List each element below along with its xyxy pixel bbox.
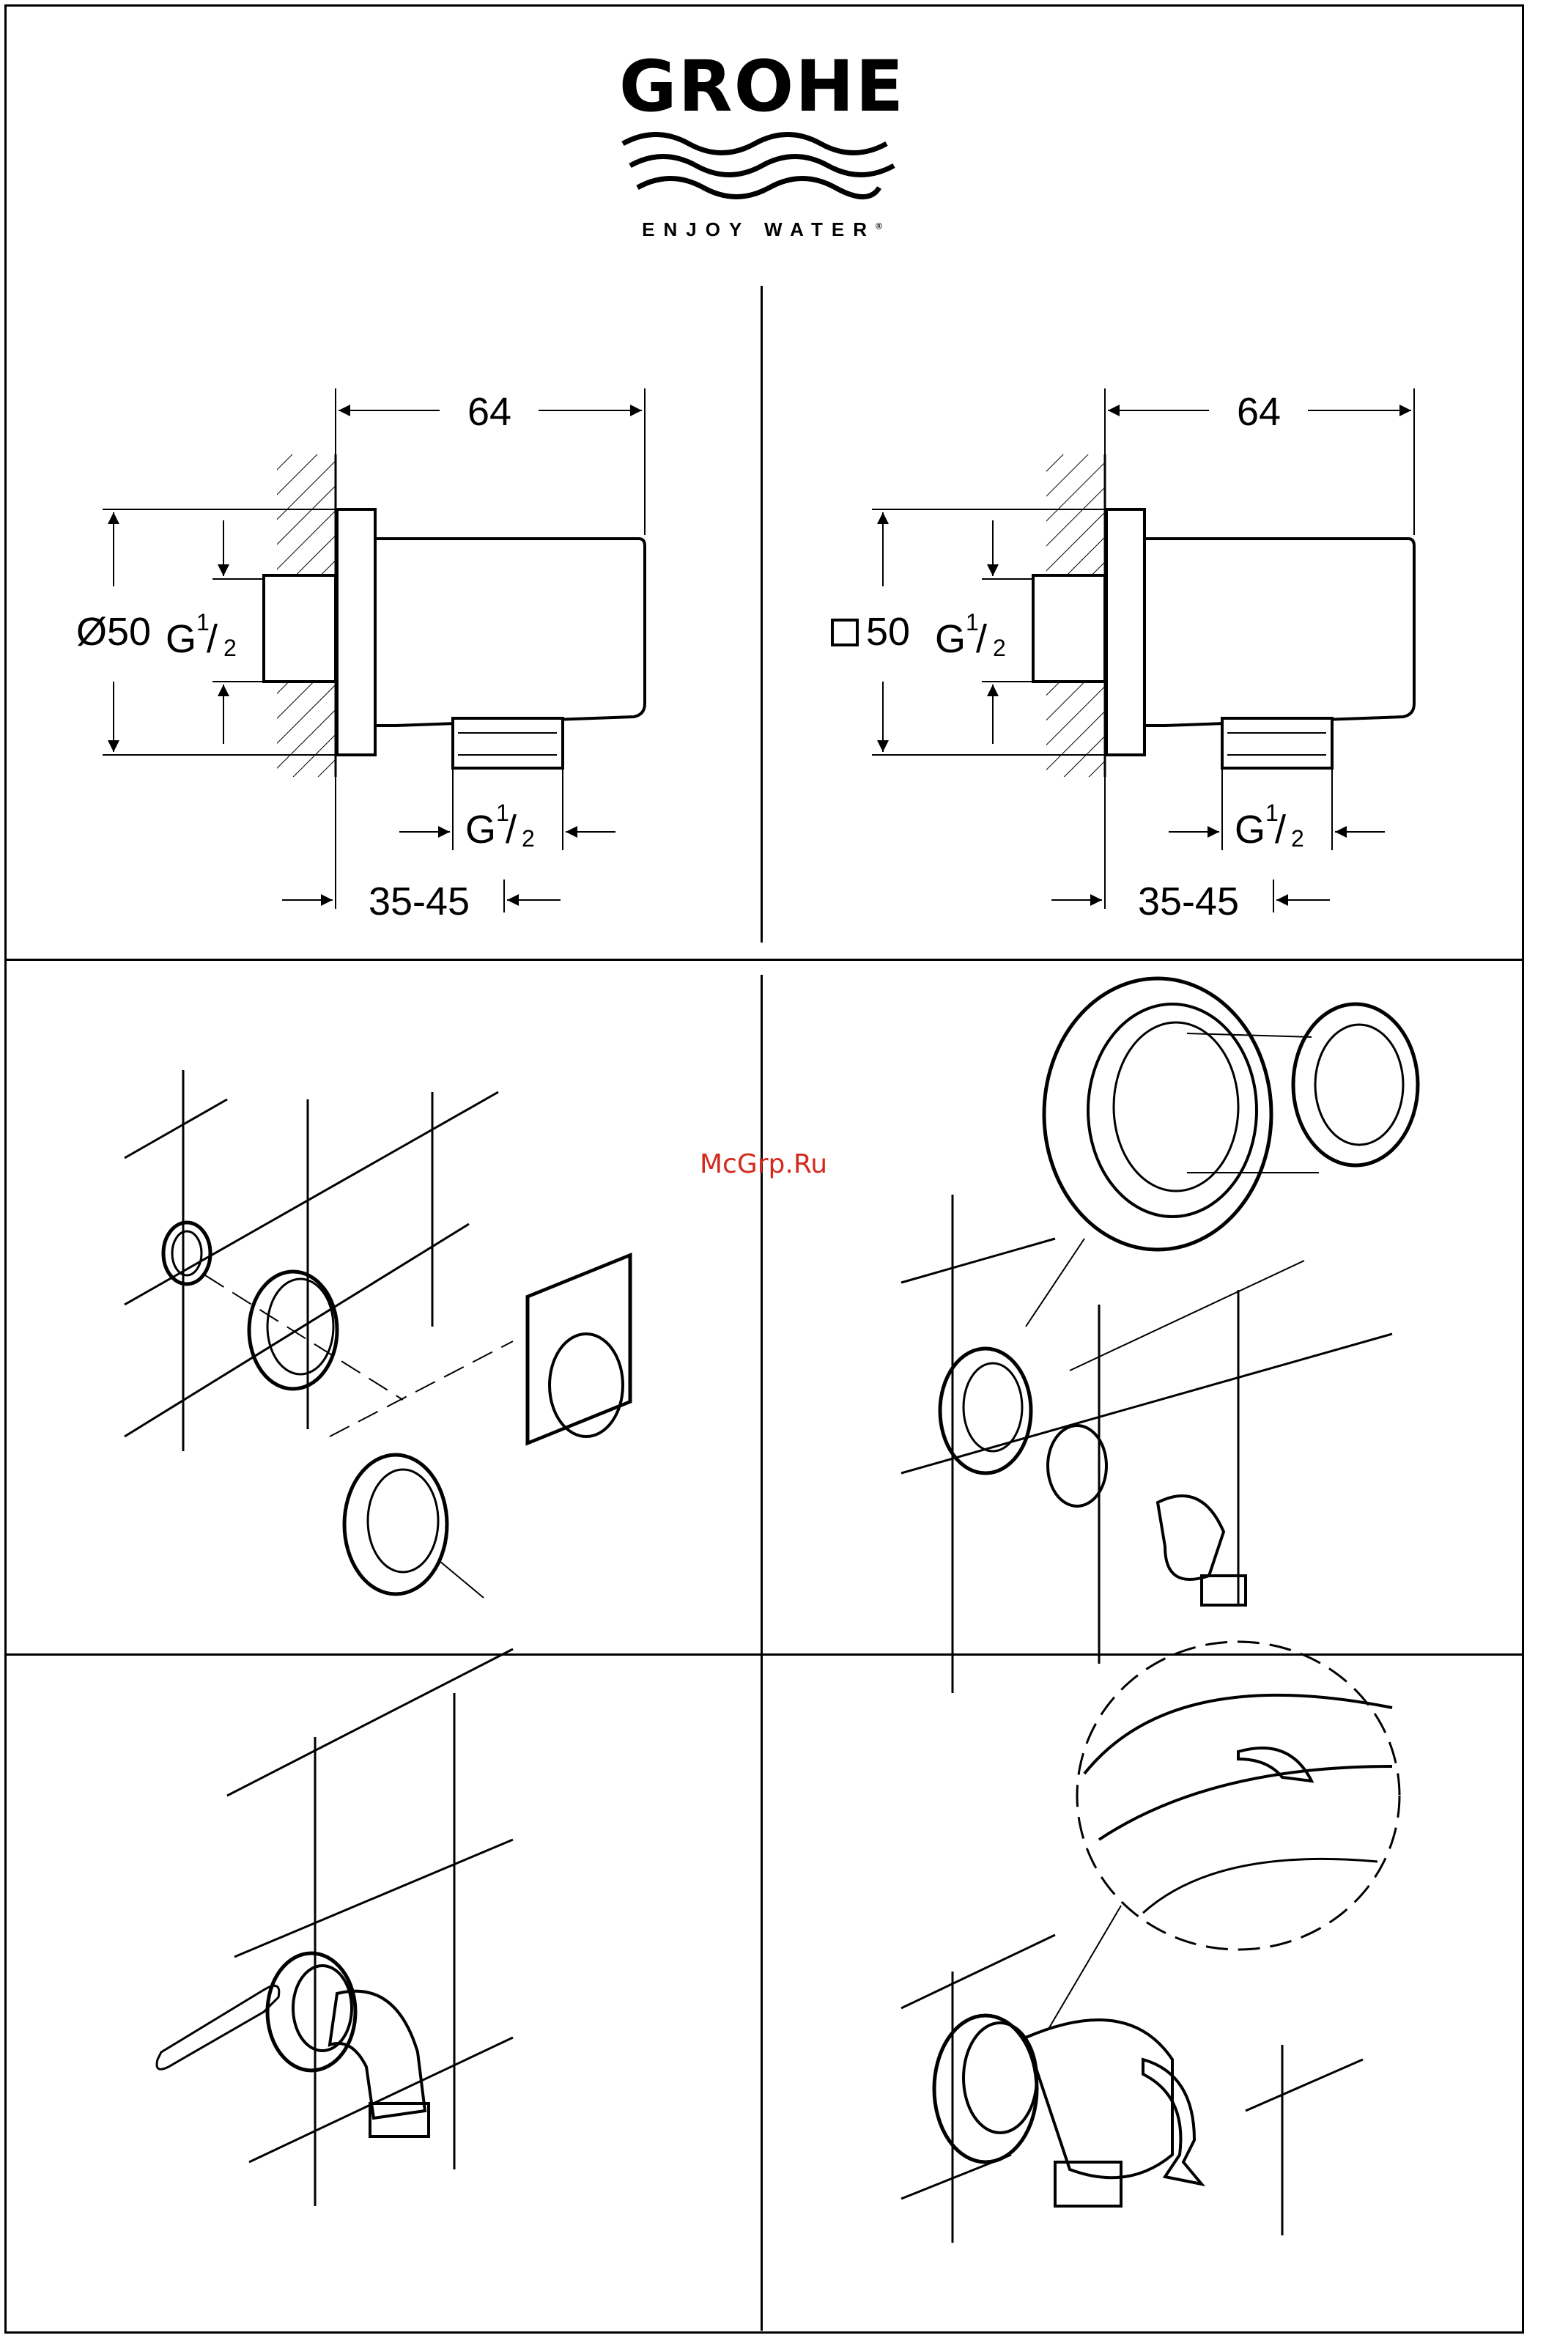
svg-text:/: / (976, 617, 987, 661)
width-dimension: 64 (467, 390, 511, 434)
technical-drawings: 64 Ø50 G 1 / 2 G 1 / 2 35-45 (0, 0, 1568, 960)
thread-back-g: G (166, 617, 196, 661)
svg-text:/: / (1275, 808, 1286, 852)
svg-text:/: / (207, 617, 218, 661)
step-3-illustration (157, 1649, 513, 2206)
drawing-right: 64 50 G 1 / 2 G 1 / 2 35-45 (832, 388, 1414, 923)
thread-back-denominator: 2 (223, 635, 237, 661)
thread-bottom-g: G (465, 808, 496, 852)
thread-back-denominator: 2 (993, 635, 1006, 661)
step-1-illustration (125, 1070, 630, 1598)
thread-bottom-denominator: 2 (1291, 825, 1304, 852)
width-dimension: 64 (1237, 390, 1281, 434)
depth-dimension: 35-45 (369, 879, 470, 923)
depth-dimension: 35-45 (1138, 879, 1239, 923)
thread-bottom-denominator: 2 (522, 825, 535, 852)
thread-bottom-g: G (1235, 808, 1265, 852)
step-2-illustration (901, 978, 1418, 1693)
square-dimension: 50 (866, 610, 910, 654)
thread-back-g: G (935, 617, 966, 661)
svg-text:/: / (506, 808, 517, 852)
watermark-text: McGrp.Ru (700, 1149, 827, 1179)
step-4-illustration (901, 1642, 1399, 2243)
diameter-dimension: Ø50 (76, 610, 151, 654)
square-icon (832, 620, 857, 645)
drawing-left: 64 Ø50 G 1 / 2 G 1 / 2 35-45 (76, 388, 645, 923)
